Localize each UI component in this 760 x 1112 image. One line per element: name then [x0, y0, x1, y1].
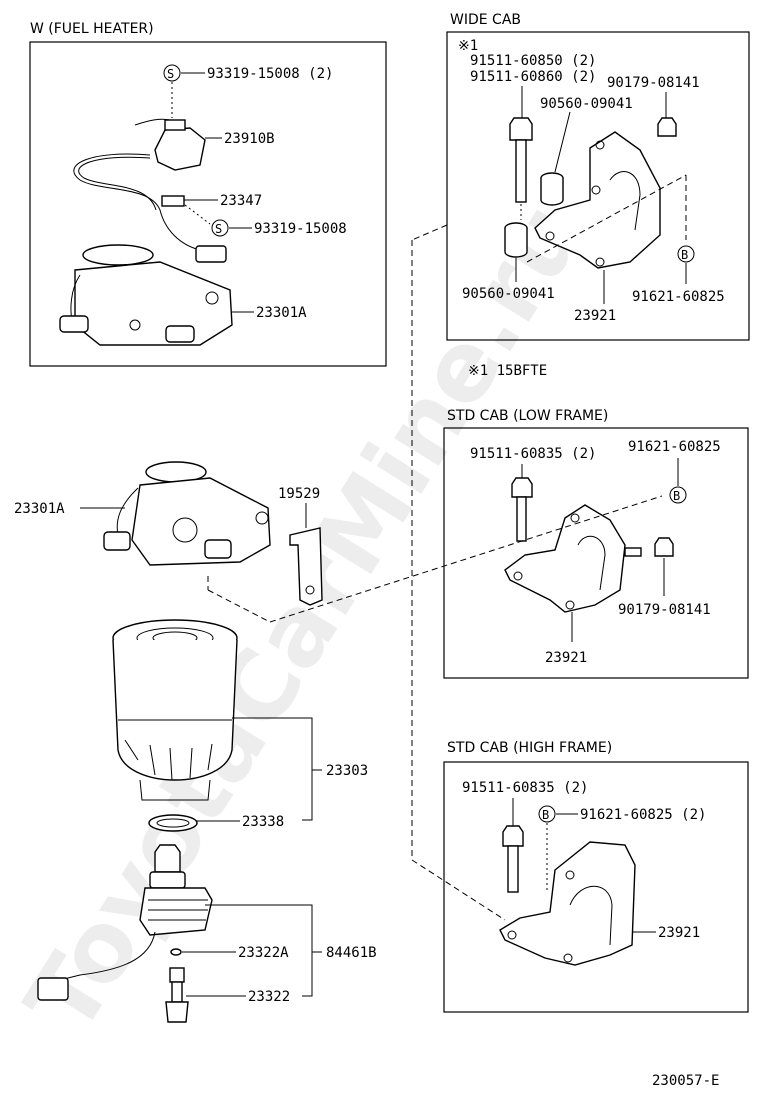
water-sensor-part	[37, 844, 213, 1001]
s-mark-icon: S	[163, 64, 181, 82]
label-gasket-23338: 23338	[242, 814, 284, 830]
b-mark-icon: B	[538, 805, 556, 823]
label-bolt-low: 91511-60835 (2)	[470, 446, 596, 462]
bracket-19529	[289, 527, 323, 606]
label-sensor-23910b: 23910B	[224, 131, 275, 147]
housing-part-main	[103, 461, 271, 566]
connector-part	[195, 245, 227, 263]
diagram-code: 230057-E	[652, 1073, 719, 1089]
std-low-title: STD CAB (LOW FRAME)	[447, 408, 608, 424]
label-clamp-23347: 23347	[220, 193, 262, 209]
collar-part-bottom	[504, 222, 528, 258]
label-bolt-60860: 91511-60860 (2)	[470, 69, 596, 85]
oring-part	[170, 948, 182, 956]
heater-sensor-part	[134, 118, 206, 171]
label-filter-23303: 23303	[326, 763, 368, 779]
note-mark-1: ※1	[458, 38, 478, 54]
fuel-heater-box	[29, 41, 387, 367]
bolt-part-low	[511, 477, 533, 542]
s-mark-icon: S	[211, 219, 229, 237]
bracket-23921-low	[504, 504, 642, 613]
std-high-box	[443, 761, 749, 1013]
clamp-part	[161, 195, 185, 207]
label-assy-84461b: 84461B	[326, 945, 377, 961]
sensor-23322-part	[165, 967, 189, 1023]
housing-part-fuel-heater	[59, 244, 233, 346]
gasket-part	[148, 814, 198, 832]
nut-part	[657, 117, 677, 137]
label-nut-low: 90179-08141	[618, 602, 711, 618]
label-screw-top: 93319-15008 (2)	[207, 66, 333, 82]
label-collar-top: 90560-09041	[540, 96, 633, 112]
label-nut-08141: 90179-08141	[607, 75, 700, 91]
std-low-box	[443, 427, 749, 679]
label-bracket-high: 23921	[658, 925, 700, 941]
fuel-filter-part	[112, 619, 238, 801]
bracket-23921-wide	[534, 131, 661, 269]
footnote-15bfte: ※1 15BFTE	[468, 363, 547, 379]
b-mark-icon: B	[669, 486, 687, 504]
label-housing-main: 23301A	[14, 501, 65, 517]
svg-text:S: S	[167, 67, 174, 81]
svg-text:B: B	[542, 808, 549, 822]
svg-text:S: S	[215, 222, 222, 236]
collar-part	[540, 172, 564, 206]
wide-cab-box	[446, 31, 750, 341]
label-bracket-low: 23921	[545, 650, 587, 666]
svg-text:B: B	[681, 248, 688, 262]
label-screw-mid: 93319-15008	[254, 221, 347, 237]
label-sensor-23322: 23322	[248, 989, 290, 1005]
label-oring-23322a: 23322A	[238, 945, 289, 961]
label-bolt-high: 91511-60835 (2)	[462, 780, 588, 796]
label-collar-bottom: 90560-09041	[462, 286, 555, 302]
std-high-title: STD CAB (HIGH FRAME)	[447, 740, 612, 756]
wide-cab-title: WIDE CAB	[450, 12, 521, 28]
bolt-part	[509, 117, 533, 203]
label-nut-b-low: 91621-60825	[628, 439, 721, 455]
bracket-23921-high	[499, 841, 636, 966]
label-nut-b-high: 91621-60825 (2)	[580, 807, 706, 823]
label-bolt-60850: 91511-60850 (2)	[470, 53, 596, 69]
nut-part-low	[654, 537, 674, 557]
label-bracket-19529: 19529	[278, 486, 320, 502]
label-nut-b-wide: 91621-60825	[632, 289, 725, 305]
label-housing-heater: 23301A	[256, 305, 307, 321]
fuel-heater-title: W (FUEL HEATER)	[30, 21, 154, 37]
svg-text:B: B	[673, 489, 680, 503]
label-bracket-wide: 23921	[574, 308, 616, 324]
bolt-part-high	[502, 825, 524, 893]
b-mark-icon: B	[677, 245, 695, 263]
